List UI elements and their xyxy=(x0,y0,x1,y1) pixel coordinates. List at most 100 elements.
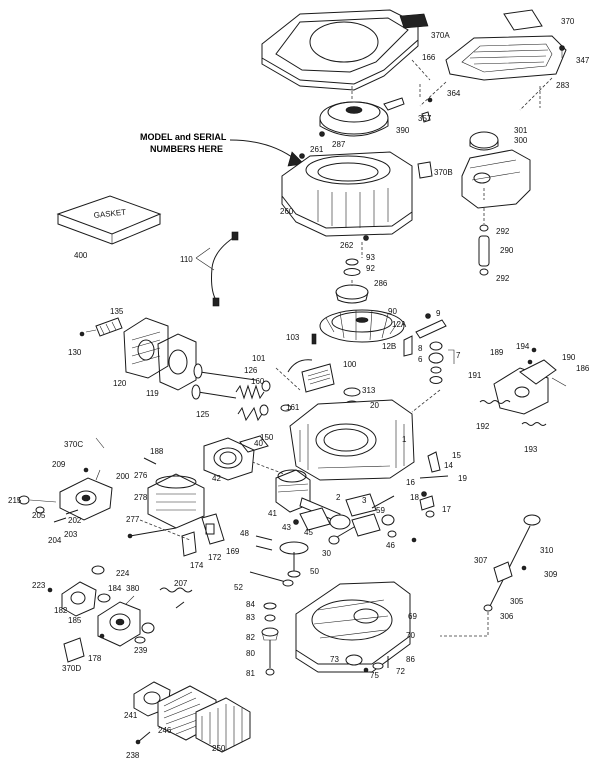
callout-label: 59 xyxy=(376,506,385,515)
callout-label: 17 xyxy=(442,505,451,514)
callout-label: 205 xyxy=(32,511,46,520)
callout-label: 347 xyxy=(576,56,590,65)
callout-label: 380 xyxy=(126,584,140,593)
callout-label: 390 xyxy=(396,126,410,135)
spring-207 xyxy=(159,587,193,609)
part-drawings: GASKET xyxy=(18,9,567,753)
callout-label: 19 xyxy=(458,474,467,483)
callout-label: 292 xyxy=(496,274,510,283)
callout-label: 18 xyxy=(410,493,419,502)
head-gasket-119 xyxy=(157,333,197,391)
gasket-set-400: GASKET xyxy=(56,195,162,245)
screw-277 xyxy=(127,527,177,539)
callout-label: 262 xyxy=(340,241,354,250)
callout-label: 246 xyxy=(158,726,172,735)
part-callouts: 370 370A 347 166 283 364 357 390 287 261… xyxy=(8,17,590,760)
callout-label: 150 xyxy=(260,433,274,442)
brake-parts-12a xyxy=(403,313,455,364)
callout-label: 313 xyxy=(362,386,376,395)
retainer-161 xyxy=(280,404,292,412)
screw-262 xyxy=(363,235,369,241)
callout-label: 130 xyxy=(68,348,82,357)
callout-label: 83 xyxy=(246,613,255,622)
screen-286 xyxy=(335,284,369,304)
callout-label: 169 xyxy=(226,547,240,556)
fasteners-364-357 xyxy=(421,97,433,123)
plug-224 xyxy=(91,565,105,575)
callout-label: 8 xyxy=(418,344,423,353)
screw-130 xyxy=(79,331,85,337)
callout-label: 90 xyxy=(388,307,397,316)
callout-label: 81 xyxy=(246,669,255,678)
callout-label: 203 xyxy=(64,530,78,539)
parts-178-239 xyxy=(99,633,146,644)
callout-label: 80 xyxy=(246,649,255,658)
carburetor-lower-185 xyxy=(47,581,155,647)
callout-label: 370A xyxy=(431,31,450,40)
callout-label: 92 xyxy=(366,264,375,273)
fuel-tank-300 xyxy=(461,131,531,209)
muffler-278 xyxy=(147,473,205,529)
annotation-line-1: MODEL and SERIAL xyxy=(140,132,227,142)
breather-42 xyxy=(203,437,255,481)
callout-label: 250 xyxy=(212,744,226,753)
callout-label: 287 xyxy=(332,140,346,149)
callout-label: 174 xyxy=(190,561,204,570)
callout-label: 193 xyxy=(524,445,538,454)
top-cover-166 xyxy=(261,9,419,91)
callout-label: 357 xyxy=(418,114,432,123)
callout-label: 178 xyxy=(88,654,102,663)
filter-cover-250 xyxy=(195,697,251,753)
screws-48 xyxy=(255,535,273,551)
callout-label: 200 xyxy=(116,472,130,481)
ignition-module-100 xyxy=(287,359,335,393)
cylinder-block-1 xyxy=(289,399,415,481)
decal-370b xyxy=(417,161,433,179)
callout-label: 215 xyxy=(8,496,22,505)
callout-label: 209 xyxy=(52,460,66,469)
callout-label: 69 xyxy=(408,612,417,621)
governor-parts-19 xyxy=(419,451,449,518)
oil-pump-82 xyxy=(261,602,279,676)
callout-label: 93 xyxy=(366,253,375,262)
decal-370a xyxy=(399,13,429,29)
callout-label: 191 xyxy=(468,371,482,380)
choke-parts-205 xyxy=(18,495,57,514)
fuel-line-290 xyxy=(478,208,490,276)
callout-label: 286 xyxy=(374,279,388,288)
callout-label: 278 xyxy=(134,493,148,502)
dipstick-310 xyxy=(440,514,541,637)
callout-label: 223 xyxy=(32,581,46,590)
spark-plug-135 xyxy=(85,317,123,337)
callout-label: 6 xyxy=(418,355,423,364)
callout-label: 307 xyxy=(474,556,488,565)
callout-label: 3 xyxy=(362,496,367,505)
flywheel-90 xyxy=(319,309,405,343)
screw-103 xyxy=(311,333,317,345)
callout-label: 370B xyxy=(434,168,453,177)
callout-label: 70 xyxy=(406,631,415,640)
sump-70 xyxy=(295,581,411,673)
callout-label: 185 xyxy=(68,616,82,625)
callout-label: 46 xyxy=(386,541,395,550)
callout-label: 202 xyxy=(68,516,82,525)
annotation-line-2: NUMBERS HERE xyxy=(150,144,223,154)
bottom-fasteners-75 xyxy=(345,654,389,673)
valve-springs-150 xyxy=(235,380,271,422)
gasket-envelope-text: GASKET xyxy=(93,208,126,220)
ignition-wire-110 xyxy=(195,231,239,307)
callout-label: 9 xyxy=(436,309,441,318)
screw-261 xyxy=(299,153,305,159)
callout-label: 12B xyxy=(382,342,396,351)
decal-370 xyxy=(503,9,543,31)
callout-label: 45 xyxy=(304,528,313,537)
callout-label: 120 xyxy=(113,379,127,388)
callout-label: 20 xyxy=(370,401,379,410)
valves-125-126 xyxy=(191,363,257,400)
screw-238 xyxy=(135,731,151,745)
tank-cover-283 xyxy=(445,35,567,81)
callout-label: 73 xyxy=(330,655,339,664)
callout-label: 370 xyxy=(561,17,575,26)
screw-188 xyxy=(143,457,157,465)
callout-label: 30 xyxy=(322,549,331,558)
